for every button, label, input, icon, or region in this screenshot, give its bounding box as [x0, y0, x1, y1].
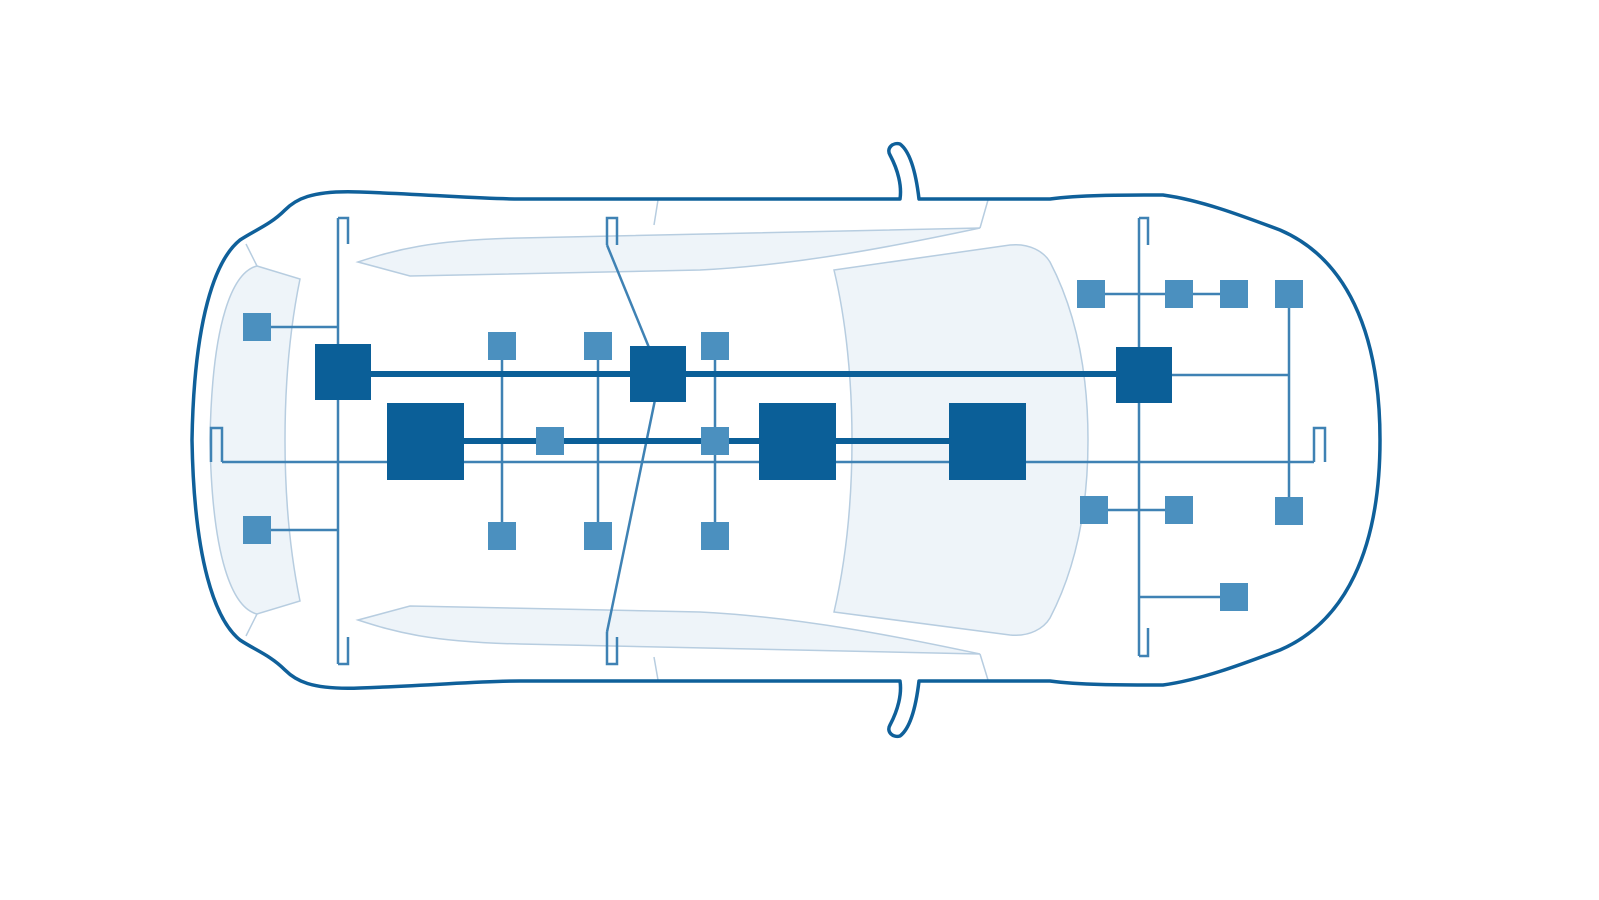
glass-surfaces	[209, 199, 1089, 681]
ecu-node	[701, 522, 729, 550]
front-zone-hook-top	[1139, 216, 1150, 245]
ecu-node	[1165, 280, 1193, 308]
ecu-node	[536, 427, 564, 455]
ecu-node	[243, 313, 271, 341]
ecu-node	[1165, 496, 1193, 524]
side-window-bottom	[355, 605, 981, 655]
ecu-node	[1077, 280, 1105, 308]
ecu-node	[1080, 496, 1108, 524]
center-zone-controller	[630, 346, 686, 402]
central-computer-1	[387, 403, 464, 480]
ecu-node	[1275, 280, 1303, 308]
car-body-outline	[190, 141, 1382, 739]
b-pillar-hook-bottom	[605, 632, 619, 666]
rear-zone-hook-bottom	[338, 637, 350, 666]
front-connector-stub	[1312, 426, 1327, 462]
ecu-node	[1275, 497, 1303, 525]
ecu-node	[1220, 583, 1248, 611]
ecu-node	[584, 522, 612, 550]
b-pillar-diagonal-lower	[605, 394, 658, 633]
b-pillar-hook-top	[605, 216, 619, 245]
ecu-node	[701, 332, 729, 360]
ecu-node	[488, 332, 516, 360]
rear-zone-hook-top	[338, 216, 350, 244]
ecu-node	[584, 332, 612, 360]
side-window-top	[355, 227, 981, 277]
rear-connector-stub	[209, 426, 224, 462]
ecu-node	[243, 516, 271, 544]
rear-zone-controller	[315, 344, 371, 400]
front-zone-hook-bottom	[1139, 628, 1150, 658]
front-zone-controller	[1116, 347, 1172, 403]
major-nodes	[315, 344, 1172, 480]
central-computer-3	[949, 403, 1026, 480]
ecu-node	[488, 522, 516, 550]
ecu-node	[701, 427, 729, 455]
b-pillar-diagonal-upper	[605, 244, 652, 351]
pillar-lines	[245, 199, 989, 681]
central-computer-2	[759, 403, 836, 480]
minor-nodes	[243, 280, 1303, 611]
ecu-node	[1220, 280, 1248, 308]
